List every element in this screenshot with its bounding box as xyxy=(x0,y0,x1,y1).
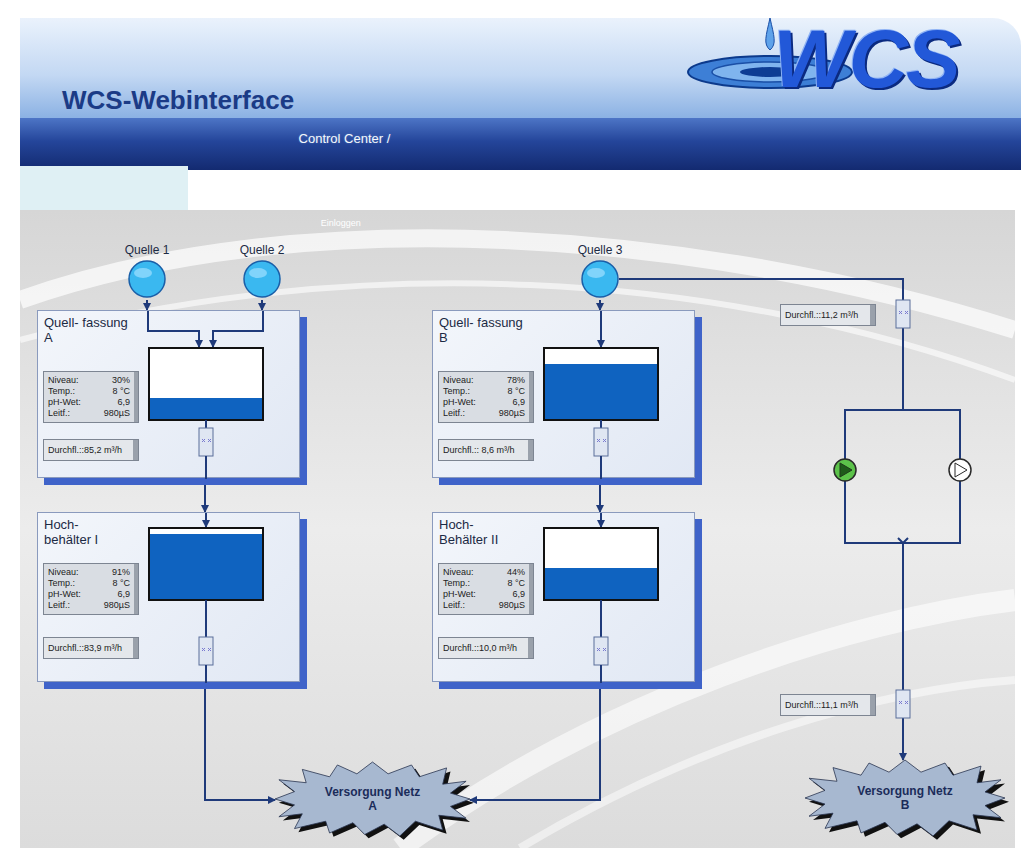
supply-label: Versorgung Netz B xyxy=(855,784,955,812)
flow-value: Durchfl.::85,2 m³/h xyxy=(48,445,122,455)
measurement-label: Niveau: xyxy=(443,375,483,386)
measurement-value: 8 °C xyxy=(491,578,525,589)
measurement-label: Niveau: xyxy=(443,567,483,578)
measurement-value: 78% xyxy=(491,375,525,386)
pipe-connector xyxy=(599,478,601,512)
station-panel: Quell- fassung A Niveau: 30% Temp.: 8 °C pH-W… xyxy=(37,310,300,478)
measurement-label: Temp.: xyxy=(48,386,88,397)
source-node: Quelle 2 xyxy=(234,242,290,300)
source-node: Quelle 1 xyxy=(119,242,175,300)
pipe-connector xyxy=(599,300,601,310)
source-label: Quelle 3 xyxy=(572,242,628,258)
flow-value: Durchfl.::11,2 m³/h xyxy=(785,310,858,320)
measurement-label: Temp.: xyxy=(443,386,483,397)
supply-burst: Versorgung Netz A xyxy=(275,762,470,836)
measurement-label: Leitf.: xyxy=(443,600,483,611)
station-panel: Hoch- Behälter II Niveau: 44% Temp.: 8 °C pH-… xyxy=(432,512,695,682)
flow-readout: Durchfl.::11,1 m³/h xyxy=(780,694,876,716)
measurement-value: 8 °C xyxy=(96,386,130,397)
measurement-value: 30% xyxy=(96,375,130,386)
measurement-box: Niveau: 91% Temp.: 8 °C pH-Wet: 6,9Leitf.: 980… xyxy=(43,563,139,615)
breadcrumb: Control Center / xyxy=(299,131,391,146)
flow-value: Durchfl.::11,1 m³/h xyxy=(785,700,858,710)
measurement-label: Leitf.: xyxy=(48,408,88,419)
logo-text: WCS xyxy=(773,13,958,104)
measurement-value: 980µS xyxy=(96,408,130,419)
page-title: WCS-Webinterface xyxy=(62,85,294,115)
measurement-value: 91% xyxy=(96,567,130,578)
flow-readout: Durchfl.::11,2 m³/h xyxy=(780,304,876,326)
measurement-box: Niveau: 78% Temp.: 8 °C pH-Wet: 6,9Leitf.: 980… xyxy=(438,371,534,423)
measurement-value: 44% xyxy=(491,567,525,578)
measurement-value: 6,9 xyxy=(96,397,130,408)
source-label: Quelle 1 xyxy=(119,242,175,258)
tab-strip xyxy=(20,166,188,210)
measurement-label: pH-Wet: xyxy=(48,589,88,600)
header-bar xyxy=(20,118,1021,170)
measurement-value: 980µS xyxy=(491,408,525,419)
pipe-connector xyxy=(470,682,600,800)
pipe-connector xyxy=(261,300,263,310)
login-link: Einloggen xyxy=(321,218,361,228)
measurement-label: pH-Wet: xyxy=(48,397,88,408)
measurement-value: 6,9 xyxy=(491,589,525,600)
station-panel: Quell- fassung B Niveau: 78% Temp.: 8 °C pH-W… xyxy=(432,310,695,478)
flow-readout: Durchfl.::10,0 m³/h xyxy=(438,637,534,659)
source-circle xyxy=(119,260,175,300)
measurement-label: Niveau: xyxy=(48,375,88,386)
source-circle xyxy=(572,260,628,300)
flow-value: Durchfl.:: 8,6 m³/h xyxy=(443,445,515,455)
measurement-value: 6,9 xyxy=(96,589,130,600)
supply-label: Versorgung Netz A xyxy=(323,785,423,813)
measurement-label: Temp.: xyxy=(443,578,483,589)
measurement-label: Leitf.: xyxy=(443,408,483,419)
measurement-label: Temp.: xyxy=(48,578,88,589)
pipe-connector xyxy=(205,682,275,800)
flow-readout: Durchfl.::85,2 m³/h xyxy=(43,439,139,461)
measurement-label: Leitf.: xyxy=(48,600,88,611)
panel-heading: Hoch- Behälter II xyxy=(439,517,523,547)
supply-burst: Versorgung Netz B xyxy=(805,760,1005,836)
source-circle xyxy=(234,260,290,300)
panel-heading: Hoch- behälter I xyxy=(44,517,128,547)
measurement-value: 6,9 xyxy=(491,397,525,408)
measurement-value: 8 °C xyxy=(491,386,525,397)
pipe-connector xyxy=(146,300,148,310)
panel-heading: Quell- fassung A xyxy=(44,315,128,345)
measurement-value: 980µS xyxy=(96,600,130,611)
measurement-value: 980µS xyxy=(491,600,525,611)
panel-heading: Quell- fassung B xyxy=(439,315,523,345)
measurement-label: Niveau: xyxy=(48,567,88,578)
source-label: Quelle 2 xyxy=(234,242,290,258)
station-panel: Hoch- behälter I Niveau: 91% Temp.: 8 °C pH-W… xyxy=(37,512,300,682)
measurement-box: Niveau: 44% Temp.: 8 °C pH-Wet: 6,9Leitf.: 980… xyxy=(438,563,534,615)
measurement-value: 8 °C xyxy=(96,578,130,589)
pipe-connector xyxy=(204,478,206,512)
source-node: Quelle 3 xyxy=(572,242,628,300)
flow-value: Durchfl.::83,9 m³/h xyxy=(48,643,122,653)
measurement-box: Niveau: 30% Temp.: 8 °C pH-Wet: 6,9Leitf.: 980… xyxy=(43,371,139,423)
measurement-label: pH-Wet: xyxy=(443,397,483,408)
flow-readout: Durchfl.::83,9 m³/h xyxy=(43,637,139,659)
flow-readout: Durchfl.:: 8,6 m³/h xyxy=(438,439,534,461)
measurement-label: pH-Wet: xyxy=(443,589,483,600)
flow-value: Durchfl.::10,0 m³/h xyxy=(443,643,517,653)
